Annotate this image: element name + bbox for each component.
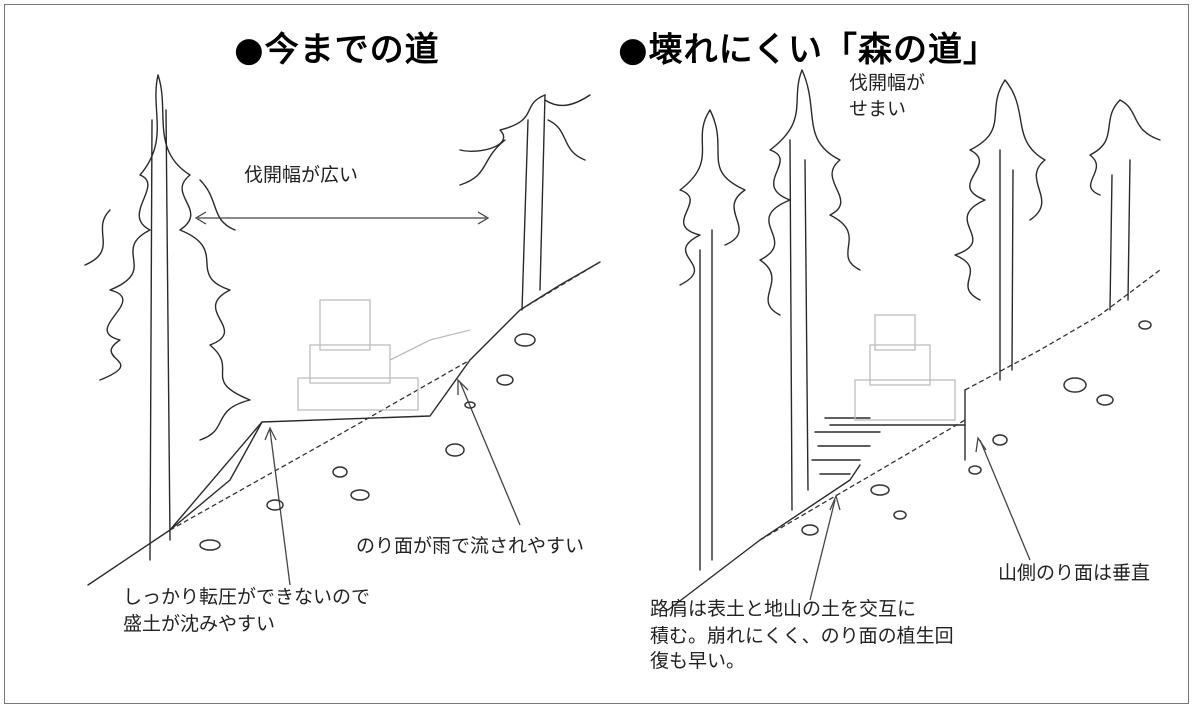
right-cut-note: 山側のり面は垂直 — [998, 562, 1151, 584]
left-clearing-arrow — [194, 211, 490, 225]
left-heading: ●今までの道 — [234, 30, 440, 70]
right-shoulder-leader — [809, 499, 836, 601]
right-clearing-label-line2: せまい — [849, 98, 907, 120]
left-tree-2 — [459, 94, 591, 311]
right-hill-surface — [964, 269, 1161, 391]
right-cut-leader — [979, 439, 1031, 561]
left-tree-1 — [84, 74, 251, 561]
left-clearing-label: 伐開幅が広い — [244, 164, 359, 186]
left-original-ground — [169, 359, 471, 531]
left-ground-line — [87, 261, 601, 586]
illustration-canvas: ●今までの道 ●壊れにくい「森の道」 伐開幅が広い のり面が雨で流されやすい し… — [4, 4, 1189, 704]
left-slope-leader — [459, 381, 521, 526]
right-shoulder-note-line1: 路肩は表土と地山の土を交互に — [650, 598, 917, 620]
right-rocks — [801, 320, 1152, 536]
right-tree-2 — [759, 69, 861, 511]
right-shoulder-note-line2: 積む。崩れにくく、のり面の植生回 — [650, 625, 954, 647]
left-fill-note-line1: しっかり転圧ができないので — [123, 586, 371, 608]
left-rocks — [199, 333, 536, 551]
right-clearing-label-line1: 伐開幅が — [849, 72, 926, 94]
right-tree-1 — [679, 109, 746, 571]
right-original-ground — [759, 419, 966, 541]
right-heading: ●壊れにくい「森の道」 — [618, 30, 998, 70]
left-fill-note-line2: 盛土が沈みやすい — [123, 613, 276, 635]
right-ground-line — [667, 464, 861, 611]
right-layered-shoulder — [811, 417, 881, 475]
left-excavator — [297, 299, 471, 411]
left-fill-slope — [169, 421, 263, 531]
right-tree-4 — [1089, 99, 1161, 311]
right-tree-3 — [954, 79, 1046, 381]
right-shoulder-note-line3: 復も早い。 — [650, 650, 746, 672]
left-slope-note: のり面が雨で流されやすい — [356, 535, 585, 557]
right-excavator — [854, 314, 956, 421]
sketch-drawing — [84, 69, 1161, 611]
left-fill-leader — [269, 429, 291, 586]
